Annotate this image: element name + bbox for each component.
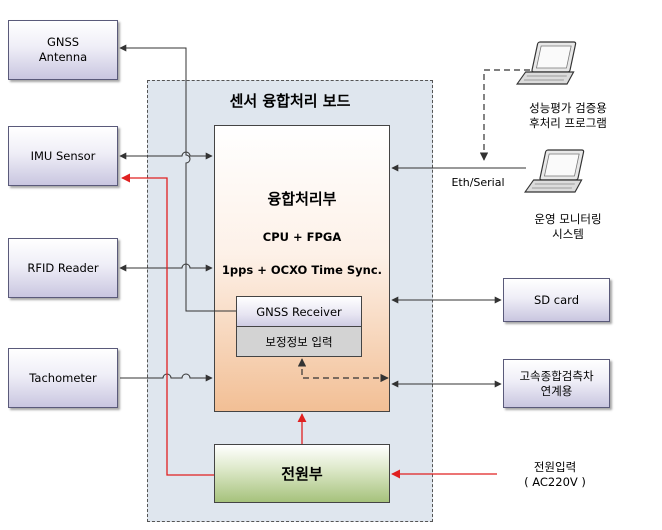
gnss-antenna-line (119, 44, 236, 312)
laptop2-label: 운영 모니터링 시스템 (508, 212, 628, 242)
rfid-line (119, 263, 213, 272)
power-unit-box: 전원부 (214, 444, 390, 503)
power-lines (121, 173, 497, 479)
tachometer-line (120, 373, 213, 382)
tachometer-label: Tachometer (29, 370, 97, 385)
imu-line (119, 151, 213, 160)
gnss-antenna-line2: Antenna (38, 50, 88, 64)
power-input-line1: 전원입력 (533, 460, 577, 474)
eth-serial-label: Eth/Serial (451, 176, 505, 189)
gnss-antenna-box: GNSS Antenna (8, 20, 118, 80)
imu-sensor-box: IMU Sensor (8, 126, 118, 186)
laptop1-label-line1: 성능평가 검증용 (529, 101, 607, 115)
laptop-icon (515, 41, 577, 85)
fusion-cpu-fpga: CPU + FPGA (262, 230, 342, 244)
gnss-antenna-line1: GNSS (46, 35, 80, 49)
gnss-receiver-box: GNSS Receiver (236, 296, 362, 327)
sd-card-label: SD card (533, 292, 579, 307)
correction-dashed-link (297, 358, 389, 383)
laptop-icon (523, 149, 585, 193)
correction-input-box: 보정정보 입력 (236, 327, 362, 357)
railway-link-box: 고속종합검측차 연계용 (503, 359, 610, 408)
laptop1-label: 성능평가 검증용 후처리 프로그램 (498, 101, 638, 131)
fusion-time-sync: 1pps + OCXO Time Sync. (221, 263, 383, 277)
rfid-reader-box: RFID Reader (8, 238, 118, 298)
board-title: 센서 융합처리 보드 (229, 92, 351, 110)
gnss-receiver-label: GNSS Receiver (256, 304, 342, 319)
fusion-title: 융합처리부 (267, 190, 337, 208)
power-input-line2: ( AC220V ) (524, 475, 586, 489)
sd-card-box: SD card (503, 278, 610, 322)
laptop2-label-line1: 운영 모니터링 (534, 212, 602, 226)
railway-link-line1: 고속종합검측차 (519, 368, 594, 383)
imu-sensor-label: IMU Sensor (30, 148, 96, 163)
laptop1-label-line2: 후처리 프로그램 (529, 116, 607, 130)
railway-link-line2: 연계용 (540, 383, 573, 398)
tachometer-box: Tachometer (8, 348, 118, 408)
laptop2-label-line2: 시스템 (552, 227, 584, 241)
power-input-label: 전원입력 ( AC220V ) (505, 460, 605, 490)
power-unit-label: 전원부 (281, 465, 323, 483)
correction-input-label: 보정정보 입력 (265, 334, 333, 349)
rfid-reader-label: RFID Reader (27, 260, 99, 275)
laptop-dashed-link (479, 69, 530, 161)
